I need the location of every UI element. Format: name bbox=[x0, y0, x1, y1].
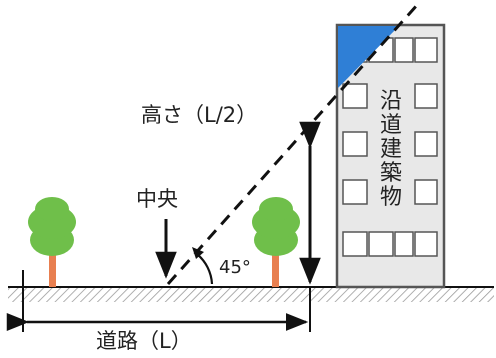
building-label-3: 建 bbox=[380, 137, 402, 162]
road-label: 道路（L） bbox=[96, 329, 192, 353]
angle-arc-arrowhead bbox=[192, 247, 204, 259]
building-label-4: 築 bbox=[380, 161, 402, 186]
ground-hatch bbox=[8, 287, 494, 302]
roadside-building: 沿 道 建 築 物 bbox=[335, 23, 446, 289]
angle-label: 45° bbox=[219, 257, 251, 278]
building-windows bbox=[342, 37, 438, 257]
tree-icon bbox=[28, 197, 76, 287]
height-label: 高さ（L/2） bbox=[141, 103, 257, 127]
building-label-1: 沿 bbox=[380, 89, 402, 114]
building-label-2: 道 bbox=[380, 113, 402, 138]
tree-icon bbox=[252, 197, 300, 287]
building-label-5: 物 bbox=[380, 185, 402, 210]
angle-arc bbox=[196, 253, 214, 285]
center-label: 中央 bbox=[136, 187, 178, 211]
slope-line-45deg bbox=[166, 3, 420, 285]
